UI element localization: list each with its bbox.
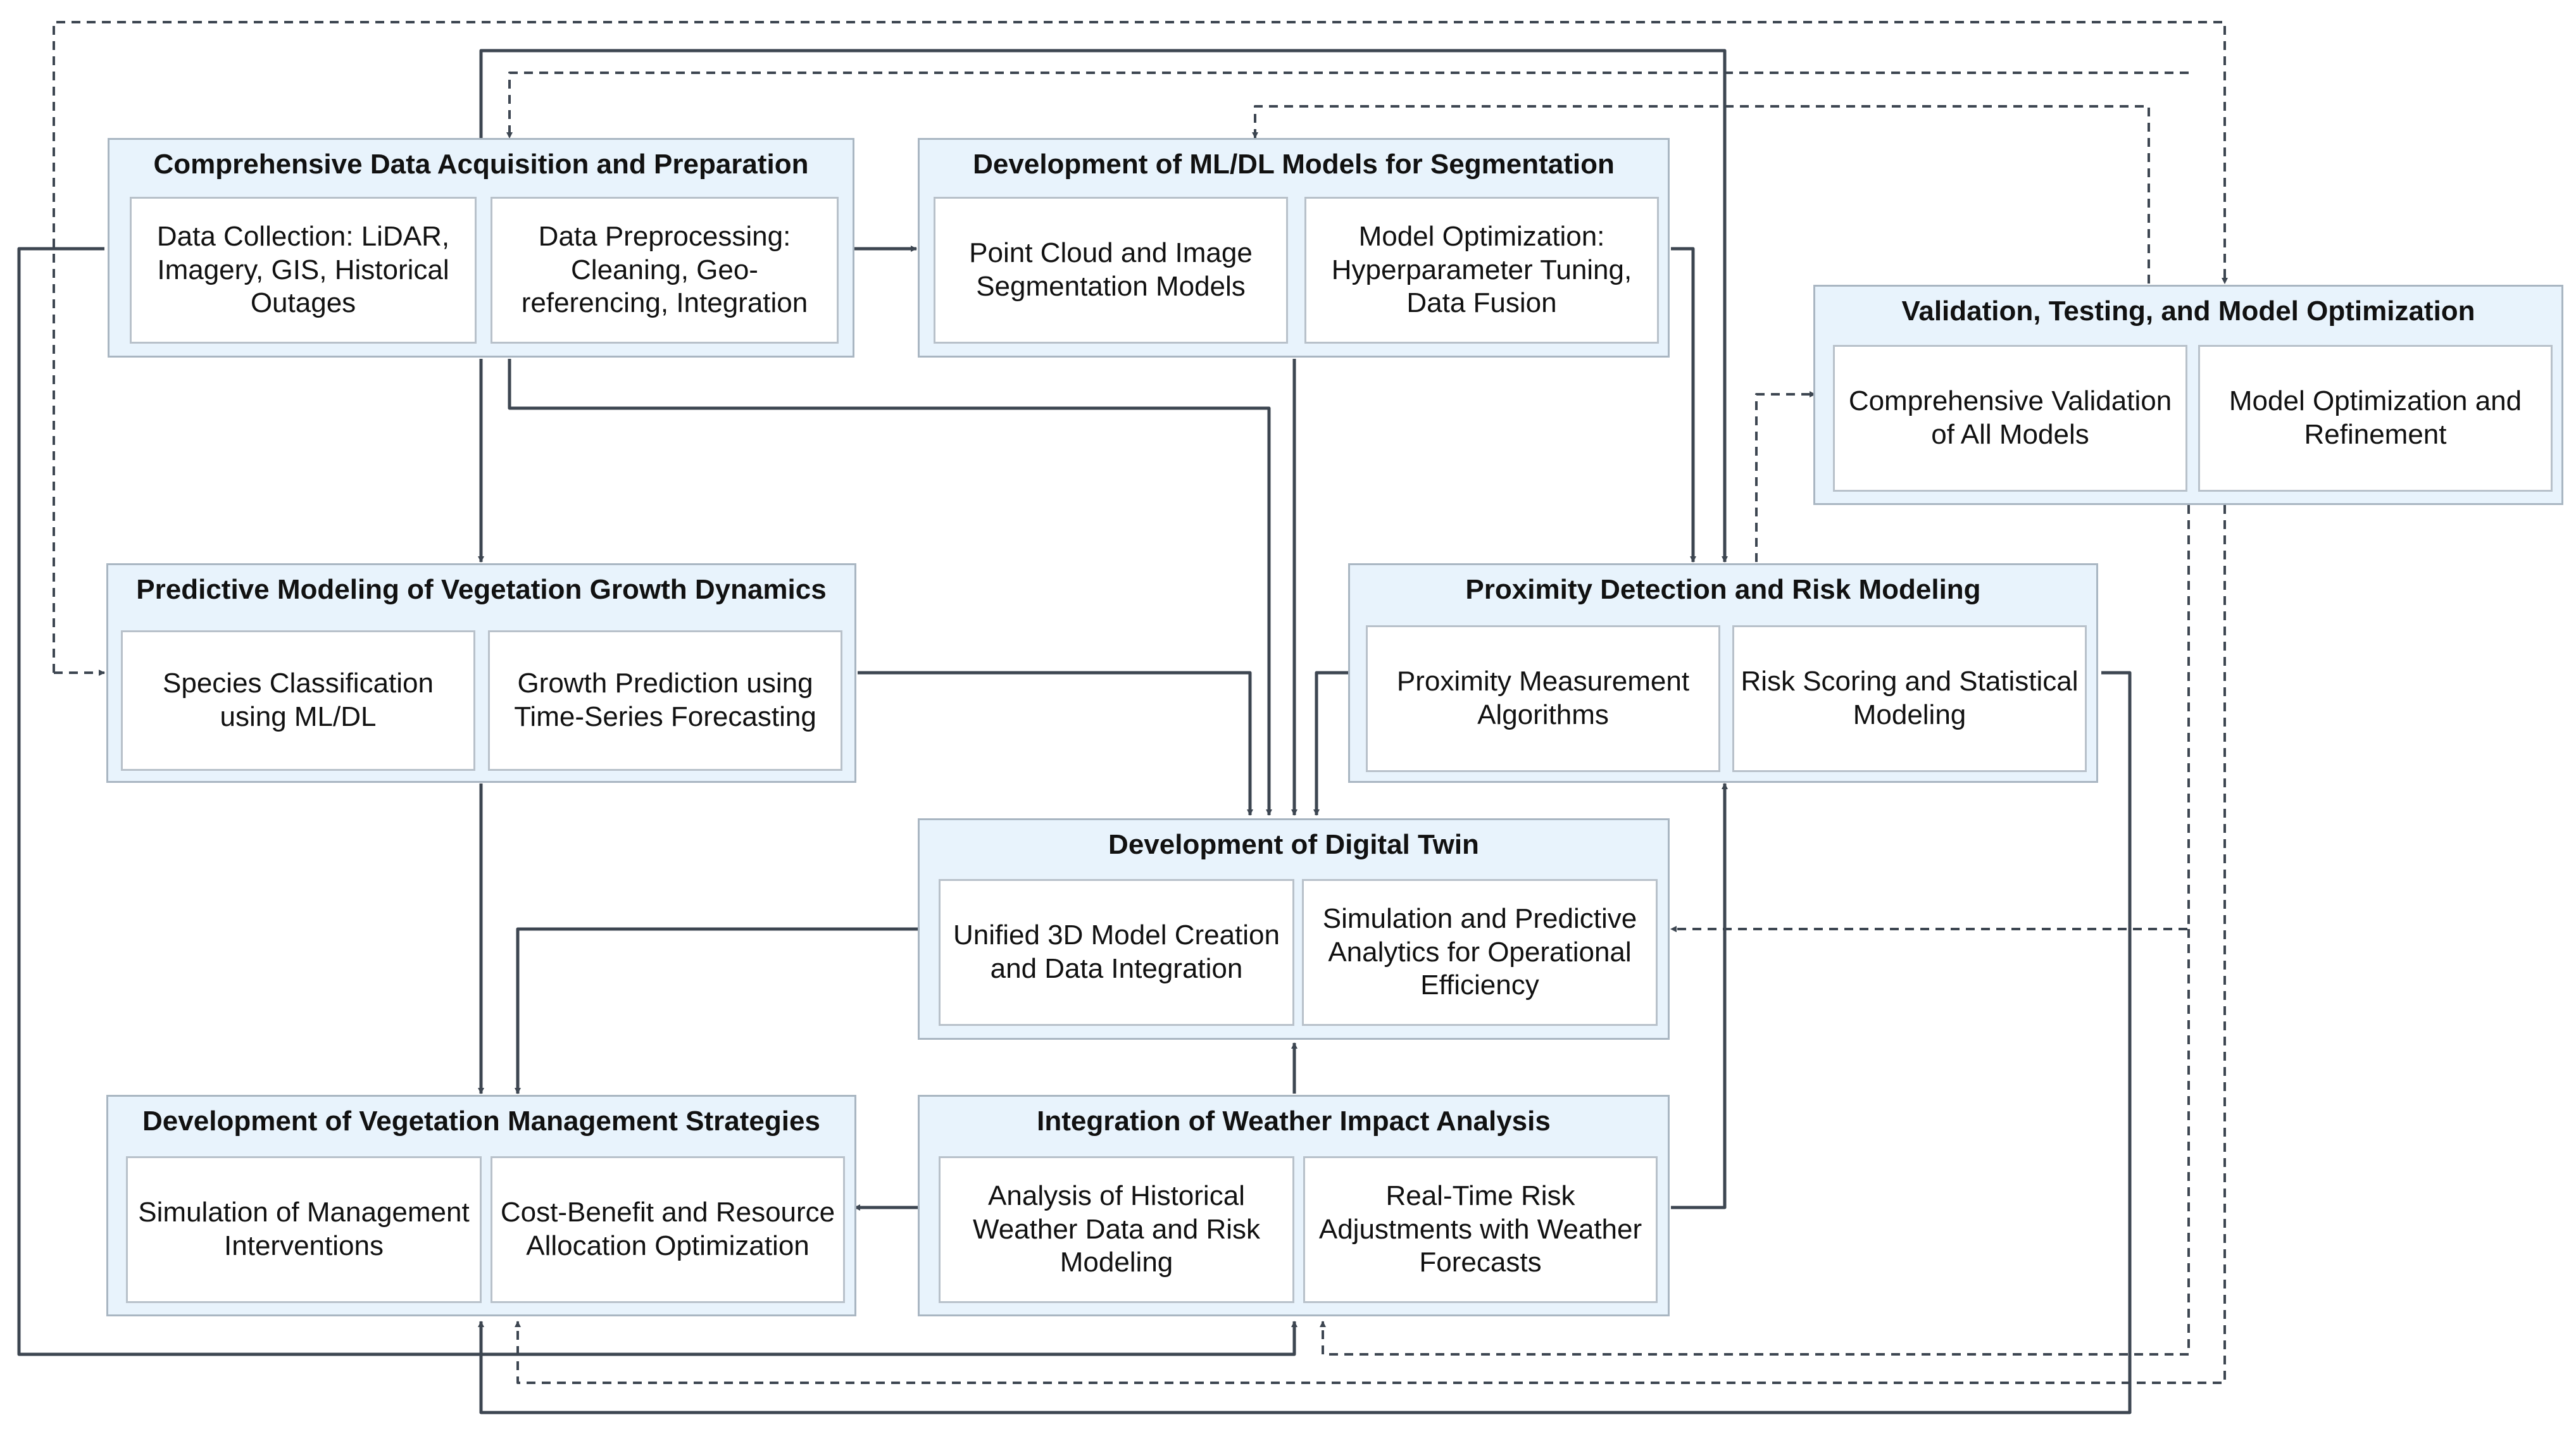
card-data-preprocessing: Data Preprocessing: Cleaning, Geo-refere…: [491, 197, 839, 344]
card-cost-benefit: Cost-Benefit and Resource Allocation Opt…: [491, 1156, 845, 1303]
card-risk-scoring: Risk Scoring and Statistical Modeling: [1732, 625, 2087, 772]
group-predictive-modeling: Predictive Modeling of Vegetation Growth…: [106, 563, 856, 783]
group-title: Comprehensive Data Acquisition and Prepa…: [153, 149, 809, 180]
connector-acq-to-twin: [508, 359, 1272, 816]
group-vegetation-management: Development of Vegetation Management Str…: [106, 1095, 856, 1316]
card-unified-3d-model: Unified 3D Model Creation and Data Integ…: [939, 879, 1294, 1026]
feedback-outer-to-validation: [53, 21, 2228, 673]
feedback-validation-to-acq: [506, 72, 2189, 139]
card-management-simulation: Simulation of Management Interventions: [126, 1156, 482, 1303]
card-data-collection: Data Collection: LiDAR, Imagery, GIS, Hi…: [130, 197, 477, 344]
group-validation: Validation, Testing, and Model Optimizat…: [1813, 285, 2563, 505]
group-title: Validation, Testing, and Model Optimizat…: [1901, 296, 2475, 327]
connector-seg-to-proximity: [1671, 247, 1696, 563]
group-title: Development of Vegetation Management Str…: [142, 1106, 820, 1137]
group-title: Development of ML/DL Models for Segmenta…: [973, 149, 1615, 180]
group-title: Proximity Detection and Risk Modeling: [1465, 574, 1981, 605]
card-species-classification: Species Classification using ML/DL: [121, 630, 475, 771]
group-proximity-risk: Proximity Detection and Risk Modeling Pr…: [1348, 563, 2098, 783]
group-data-acquisition: Comprehensive Data Acquisition and Prepa…: [108, 138, 854, 358]
connector-acq-to-weather: [17, 247, 1297, 1356]
card-comprehensive-validation: Comprehensive Validation of All Models: [1833, 345, 2187, 492]
card-simulation-analytics: Simulation and Predictive Analytics for …: [1302, 879, 1658, 1026]
group-ml-segmentation: Development of ML/DL Models for Segmenta…: [918, 138, 1670, 358]
card-model-refinement: Model Optimization and Refinement: [2198, 345, 2553, 492]
card-historical-weather: Analysis of Historical Weather Data and …: [939, 1156, 1294, 1303]
connector-weather-to-proximity: [1671, 783, 1728, 1209]
feedback-proximity-to-validation: [1755, 391, 1816, 562]
card-growth-prediction: Growth Prediction using Time-Series Fore…: [488, 630, 842, 771]
group-digital-twin: Development of Digital Twin Unified 3D M…: [918, 818, 1670, 1040]
card-model-optimization: Model Optimization: Hyperparameter Tunin…: [1304, 197, 1659, 344]
connector-proximity-to-management: [478, 671, 2132, 1414]
group-weather-impact: Integration of Weather Impact Analysis A…: [918, 1095, 1670, 1316]
feedback-validation-to-seg: [1252, 105, 2150, 284]
connector-predictive-to-twin: [858, 671, 1253, 816]
connector-top-loop-to-proximity: [479, 49, 1728, 563]
group-title: Integration of Weather Impact Analysis: [1037, 1106, 1551, 1137]
group-title: Development of Digital Twin: [1108, 829, 1479, 860]
feedback-validation-to-twin: [1670, 505, 2190, 932]
feedback-validation-to-management: [515, 505, 2226, 1384]
connector-twin-to-management: [515, 927, 921, 1094]
card-proximity-measurement: Proximity Measurement Algorithms: [1366, 625, 1720, 772]
card-segmentation-models: Point Cloud and Image Segmentation Model…: [934, 197, 1288, 344]
feedback-validation-to-weather: [1320, 929, 2190, 1356]
card-realtime-risk: Real-Time Risk Adjustments with Weather …: [1303, 1156, 1658, 1303]
group-title: Predictive Modeling of Vegetation Growth…: [136, 574, 827, 605]
